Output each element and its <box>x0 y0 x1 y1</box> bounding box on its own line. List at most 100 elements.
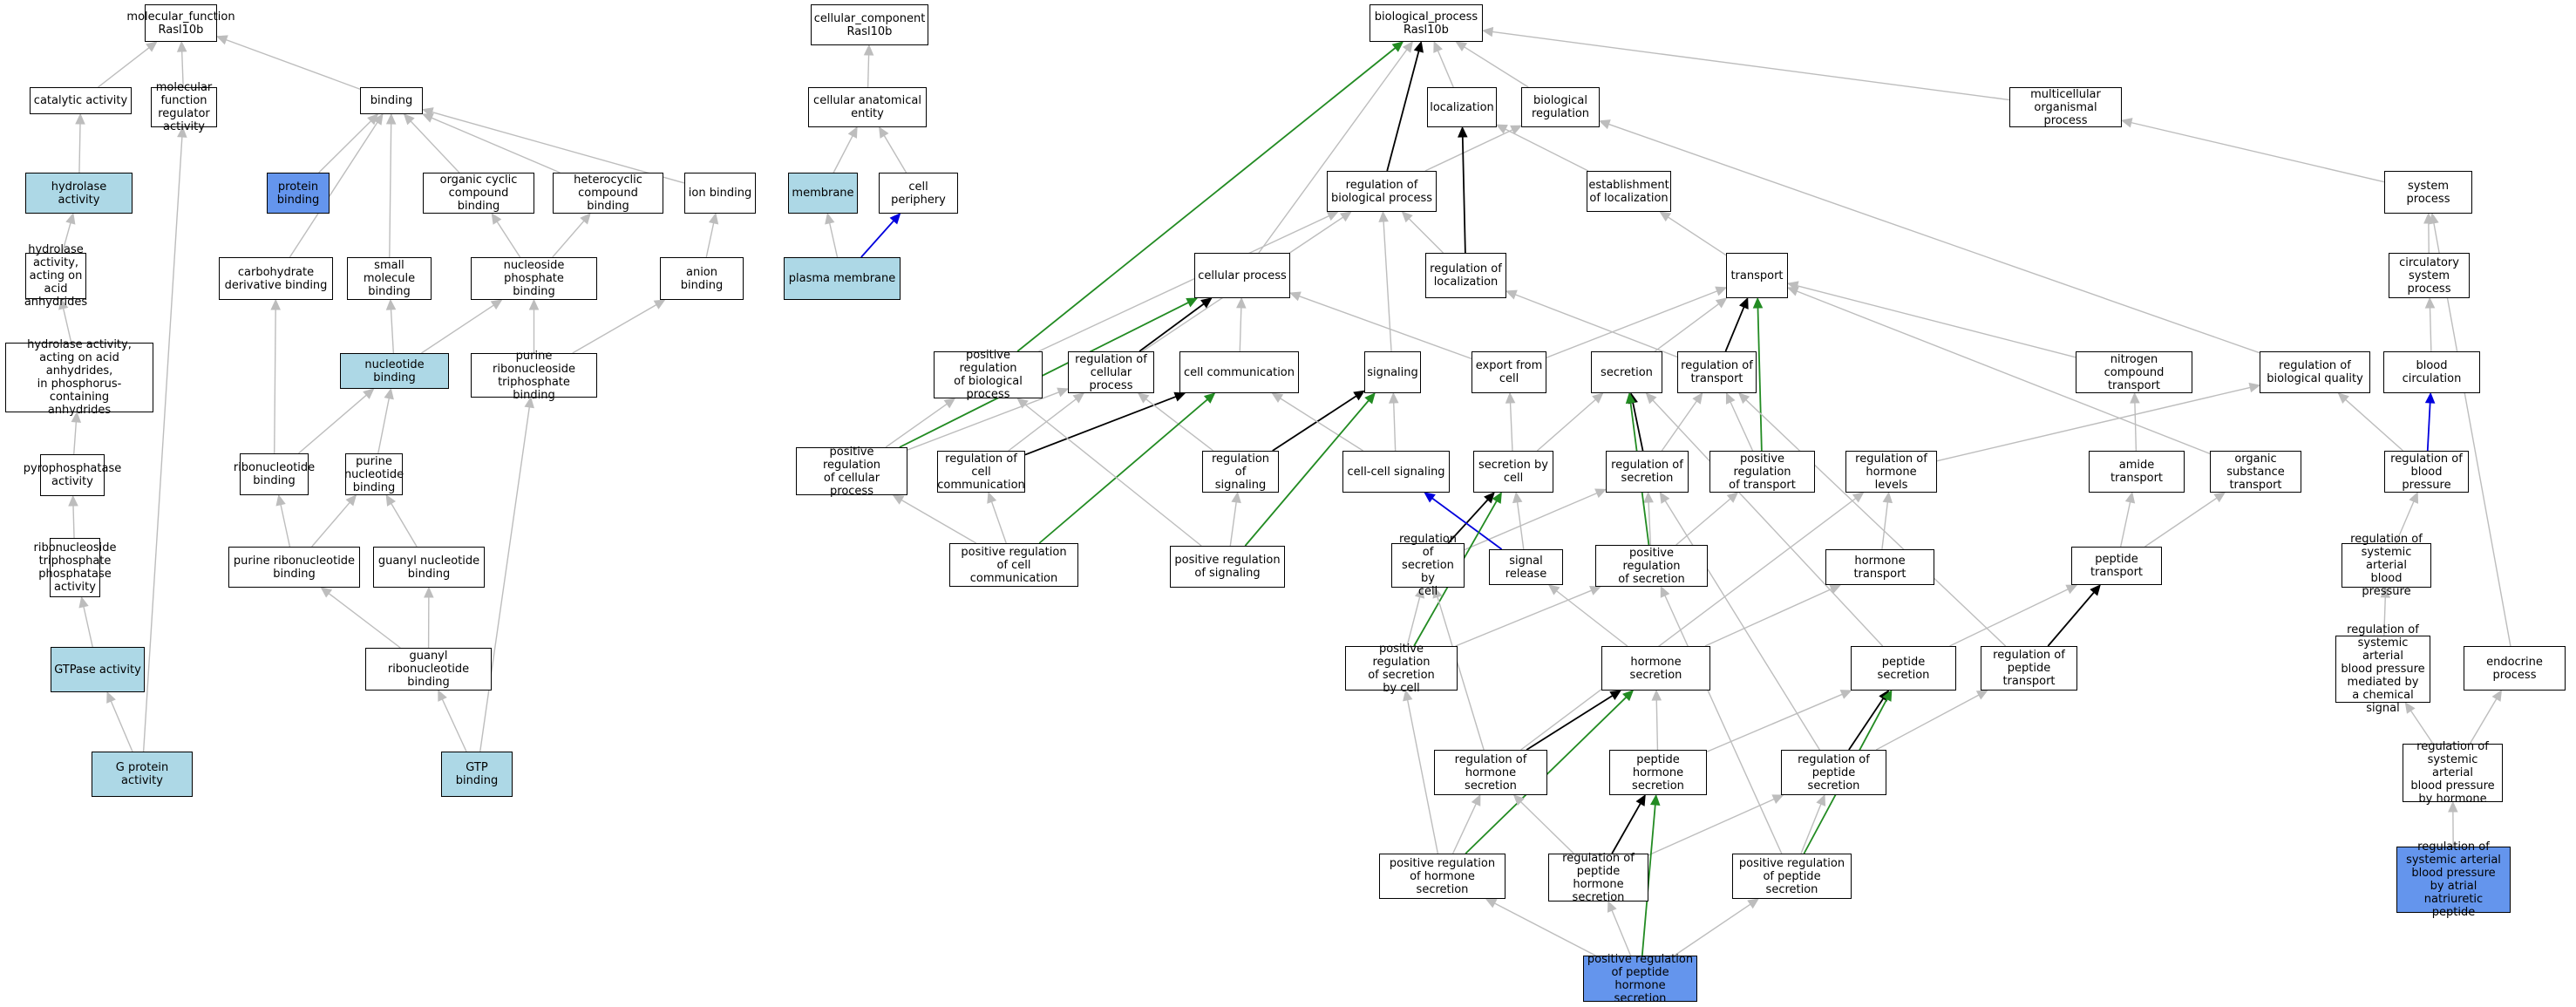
go-term-nucbind: nucleotide binding <box>340 353 449 389</box>
go-term-mf: molecular_function Rasl10b <box>126 4 235 42</box>
arrowhead-regbloodp-to-bloodcirc <box>2424 391 2436 404</box>
edge-regpephormsec-to-regpepsec <box>1648 798 1775 856</box>
edge-posregcc-to-cellcomm <box>1038 398 1208 544</box>
go-term-guanyl: guanyl nucleotide binding <box>373 547 485 588</box>
arrowhead-guanribo-to-purribo <box>320 587 333 598</box>
edge-guanyl-to-purnuc <box>391 503 418 548</box>
go-term-secretion: secretion <box>1591 351 1662 393</box>
edge-posregpephormsec-to-regpephormsec <box>1611 909 1632 956</box>
edge-posregpephormsec-to-posregpepsec <box>1674 903 1751 956</box>
arrowhead-pephormsec-to-hormsec <box>1651 689 1662 701</box>
arrowhead-posreghormsec-to-hormsec <box>1622 690 1635 702</box>
edge-posreghormsec-to-reghormsec <box>1451 803 1477 854</box>
arrowhead-posregpephormsec-to-pephormsec <box>1649 793 1661 806</box>
go-term-hydrophos: hydrolase activity, acting on acid anhyd… <box>5 338 153 417</box>
go-term-sysproc: system process <box>2384 171 2472 214</box>
edge-nitro-to-transport <box>1797 285 2076 358</box>
arrowhead-export-to-cellproc <box>1288 291 1302 302</box>
edge-pephormsec-to-pepsec <box>1706 693 1843 752</box>
arrowhead-regcp-to-cellproc <box>1200 297 1213 309</box>
edge-transport-to-estloc <box>1668 216 1727 256</box>
edge-regloc-to-local <box>1461 136 1466 254</box>
go-term-posregpepsec: positive regulation of peptide secretion <box>1732 854 1852 899</box>
edge-posregsec-to-posregtrans <box>1675 498 1731 546</box>
arrowhead-posregcc-to-cellcomm <box>1203 392 1216 404</box>
edge-hydroacid-to-hydro <box>61 222 71 254</box>
edge-regloc-to-regbp <box>1408 218 1444 254</box>
go-term-ribotri: ribonucleoside triphosphate phosphatase … <box>34 538 117 597</box>
edge-pepsec-to-secretion <box>1652 399 1884 647</box>
edge-cellper-to-cae <box>883 135 907 174</box>
arrowhead-purribo-to-purnuc <box>345 494 357 507</box>
edge-posregsecbycell-to-regsecbycell <box>1406 596 1421 647</box>
arrowhead-binding-to-mf <box>215 35 228 45</box>
go-term-protbind: protein binding <box>267 173 330 214</box>
arrowhead-membrane-to-cae <box>847 126 858 139</box>
arrowhead-posregbp-to-regbp <box>1326 211 1339 221</box>
go-term-regbloodp: regulation of blood pressure <box>2384 451 2469 493</box>
arrowhead-posreghormsec-to-reghormsec <box>1471 793 1481 806</box>
edge-regtrans-to-transport <box>1724 306 1745 352</box>
arrowhead-ccsig-to-cellcomm <box>1271 392 1284 404</box>
arrowhead-secretion-to-transport <box>1715 297 1728 309</box>
go-term-mfreg: molecular function regulator activity <box>151 81 217 133</box>
arrowhead-regpeptrans-to-regtrans <box>1737 392 1750 405</box>
edge-regsysbp-to-regbloodp <box>2395 500 2415 544</box>
arrowhead-regbp-to-bioreg <box>1510 125 1523 135</box>
go-term-reghormlev: regulation of hormone levels <box>1845 451 1937 493</box>
go-term-local: localization <box>1427 87 1497 127</box>
arrowhead-regsig-to-regcp <box>1137 392 1150 404</box>
go-term-regpepsec: regulation of peptide secretion <box>1781 750 1886 795</box>
arrowhead-secbycell-to-secretion <box>1592 392 1604 404</box>
arrowhead-sigrel-to-ccsig <box>1424 492 1436 503</box>
edge-posregsecbycell-to-posregsec <box>1455 589 1592 647</box>
arrowhead-ribonuc-to-carbo <box>270 298 281 310</box>
edge-posregcc-to-posregcp <box>901 499 977 544</box>
go-term-regcc: regulation of cell communication <box>937 451 1025 493</box>
edge-hormtrans-to-reghormlev <box>1881 501 1889 550</box>
go-term-endo: endocrine process <box>2464 646 2566 691</box>
arrowhead-posregsec-to-regsec <box>1643 491 1654 503</box>
go-term-purtri: purine ribonucleoside triphosphate bindi… <box>471 350 597 402</box>
edge-nucphos-to-hetcyc <box>552 220 585 258</box>
edge-pepsec-to-peptrans <box>1949 589 2069 647</box>
edge-nucphos-to-orgcyc <box>496 221 521 258</box>
go-term-hydro: hydrolase activity <box>25 173 133 214</box>
go-term-transport: transport <box>1726 253 1788 298</box>
edge-plasma-to-membrane <box>829 222 839 258</box>
edge-posregsig-to-posregbp <box>1024 404 1202 547</box>
arrowhead-regsysbpchem-to-regsysbp <box>2380 586 2391 598</box>
go-term-regpephormsec: regulation of peptide hormone secretion <box>1548 852 1648 904</box>
edge-regbloodp-to-regbq <box>2345 398 2404 452</box>
edge-regpepsec-to-pepsec <box>1848 697 1885 751</box>
edge-secbycell-to-secretion <box>1536 398 1596 452</box>
edge-ionbind-to-binding <box>432 111 685 184</box>
go-term-regtrans: regulation of transport <box>1677 351 1757 393</box>
edge-ribotri-to-pyro <box>72 505 75 539</box>
arrowhead-posregsecbycell-to-secbycell <box>1492 491 1502 504</box>
go-term-hydroacid: hydrolase activity, acting on acid anhyd… <box>24 243 88 309</box>
arrowhead-cellcomm-to-cellproc <box>1236 296 1247 309</box>
edge-reghormsec-to-reghormlev <box>1520 498 1857 751</box>
edge-regsysbphorm-to-endo <box>2469 698 2498 745</box>
edge-regpepsec-to-regsec <box>1664 500 1820 751</box>
arrowhead-regsysbphorm-to-endo <box>2491 689 2503 702</box>
edge-orgcyc-to-binding <box>410 120 460 174</box>
edge-binding-to-mf <box>226 38 361 90</box>
go-term-nucphos: nucleoside phosphate binding <box>471 257 597 300</box>
arrowhead-signaling-to-regbp <box>1378 210 1389 222</box>
go-term-regsysbp: regulation of systemic arterial blood pr… <box>2342 533 2431 598</box>
go-term-anion: anion binding <box>660 257 744 300</box>
go-term-binding: binding <box>360 87 423 114</box>
edge-hydro-to-cat <box>78 123 81 174</box>
go-term-posregcp: positive regulation of cellular process <box>796 446 907 498</box>
arrowhead-pepsec-to-peptrans <box>2065 584 2078 595</box>
arrowhead-regsecbycell-to-secbycell <box>1484 492 1495 504</box>
go-term-hetcyc: heterocyclic compound binding <box>553 173 663 214</box>
arrowhead-sysproc-to-multi <box>2120 118 2133 128</box>
arrowhead-posregtrans-to-transport <box>1752 296 1764 309</box>
go-term-guanribo: guanyl ribonucleotide binding <box>365 648 492 691</box>
go-term-posregbp: positive regulation of biological proces… <box>934 349 1043 401</box>
arrowhead-posregpephormsec-to-regpephormsec <box>1607 900 1617 913</box>
